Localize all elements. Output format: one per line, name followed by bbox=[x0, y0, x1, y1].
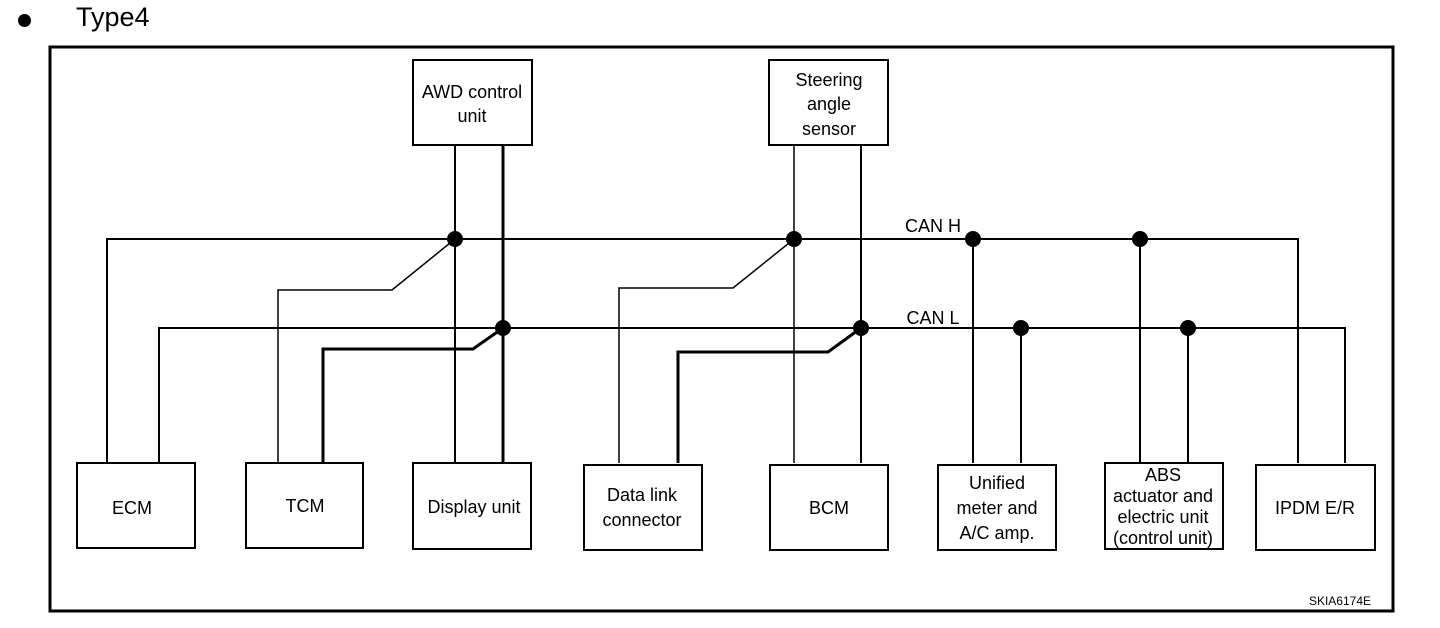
unit-label: actuator and bbox=[1113, 486, 1213, 506]
unit-label: connector bbox=[602, 510, 681, 530]
junction-dot bbox=[965, 231, 981, 247]
unit-awd-control: AWD control unit bbox=[412, 59, 533, 146]
unit-label: Display unit bbox=[427, 497, 520, 517]
can-l-label: CAN L bbox=[906, 308, 959, 328]
unit-tcm: TCM bbox=[245, 462, 364, 549]
can-h-label: CAN H bbox=[905, 216, 961, 236]
meter-wires bbox=[972, 239, 1022, 463]
unit-display: Display unit bbox=[412, 462, 532, 550]
unit-label: BCM bbox=[809, 498, 849, 518]
junction-dot bbox=[786, 231, 802, 247]
junction-dot bbox=[447, 231, 463, 247]
bullet-icon bbox=[18, 14, 31, 27]
unit-label: sensor bbox=[802, 119, 856, 139]
unit-label: ECM bbox=[112, 498, 152, 518]
junction-dot bbox=[1013, 320, 1029, 336]
unit-abs-actuator: ABS actuator and electric unit (control … bbox=[1104, 462, 1224, 550]
unit-label: meter and bbox=[956, 498, 1037, 518]
junction-dot bbox=[1132, 231, 1148, 247]
unit-label: electric unit bbox=[1117, 507, 1208, 527]
unit-label: Unified bbox=[969, 473, 1025, 493]
unit-label: Data link bbox=[607, 485, 678, 505]
unit-label: TCM bbox=[286, 496, 325, 516]
unit-label: A/C amp. bbox=[959, 523, 1034, 543]
unit-label: (control unit) bbox=[1113, 528, 1213, 548]
unit-label: ABS bbox=[1145, 465, 1181, 485]
unit-unified-meter: Unified meter and A/C amp. bbox=[937, 464, 1057, 551]
junctions bbox=[447, 231, 1196, 336]
diagram-frame bbox=[48, 45, 1395, 613]
dlc-wires bbox=[618, 238, 862, 463]
tcm-wires bbox=[277, 238, 504, 463]
unit-steering-angle-sensor: Steering angle sensor bbox=[768, 59, 889, 146]
unit-bcm: BCM bbox=[769, 464, 889, 551]
unit-data-link-connector: Data link connector bbox=[583, 464, 703, 551]
unit-label: angle bbox=[807, 94, 851, 114]
unit-label: Steering bbox=[795, 70, 862, 90]
abs-wires bbox=[1139, 239, 1189, 463]
unit-ecm: ECM bbox=[76, 462, 196, 549]
diagram-title: Type4 bbox=[76, 2, 150, 32]
unit-label: IPDM E/R bbox=[1275, 498, 1355, 518]
unit-label: unit bbox=[457, 106, 486, 126]
unit-label: AWD control bbox=[422, 82, 522, 102]
unit-ipdm: IPDM E/R bbox=[1255, 464, 1376, 551]
title-row: Type4 bbox=[0, 0, 400, 40]
can-h-bus bbox=[106, 238, 1299, 463]
can-l-bus bbox=[158, 327, 1346, 463]
junction-dot bbox=[853, 320, 869, 336]
sas-wires bbox=[793, 145, 862, 463]
junction-dot bbox=[1180, 320, 1196, 336]
reference-code: SKIA6174E bbox=[1309, 594, 1371, 608]
junction-dot bbox=[495, 320, 511, 336]
awd-wires bbox=[454, 145, 505, 463]
